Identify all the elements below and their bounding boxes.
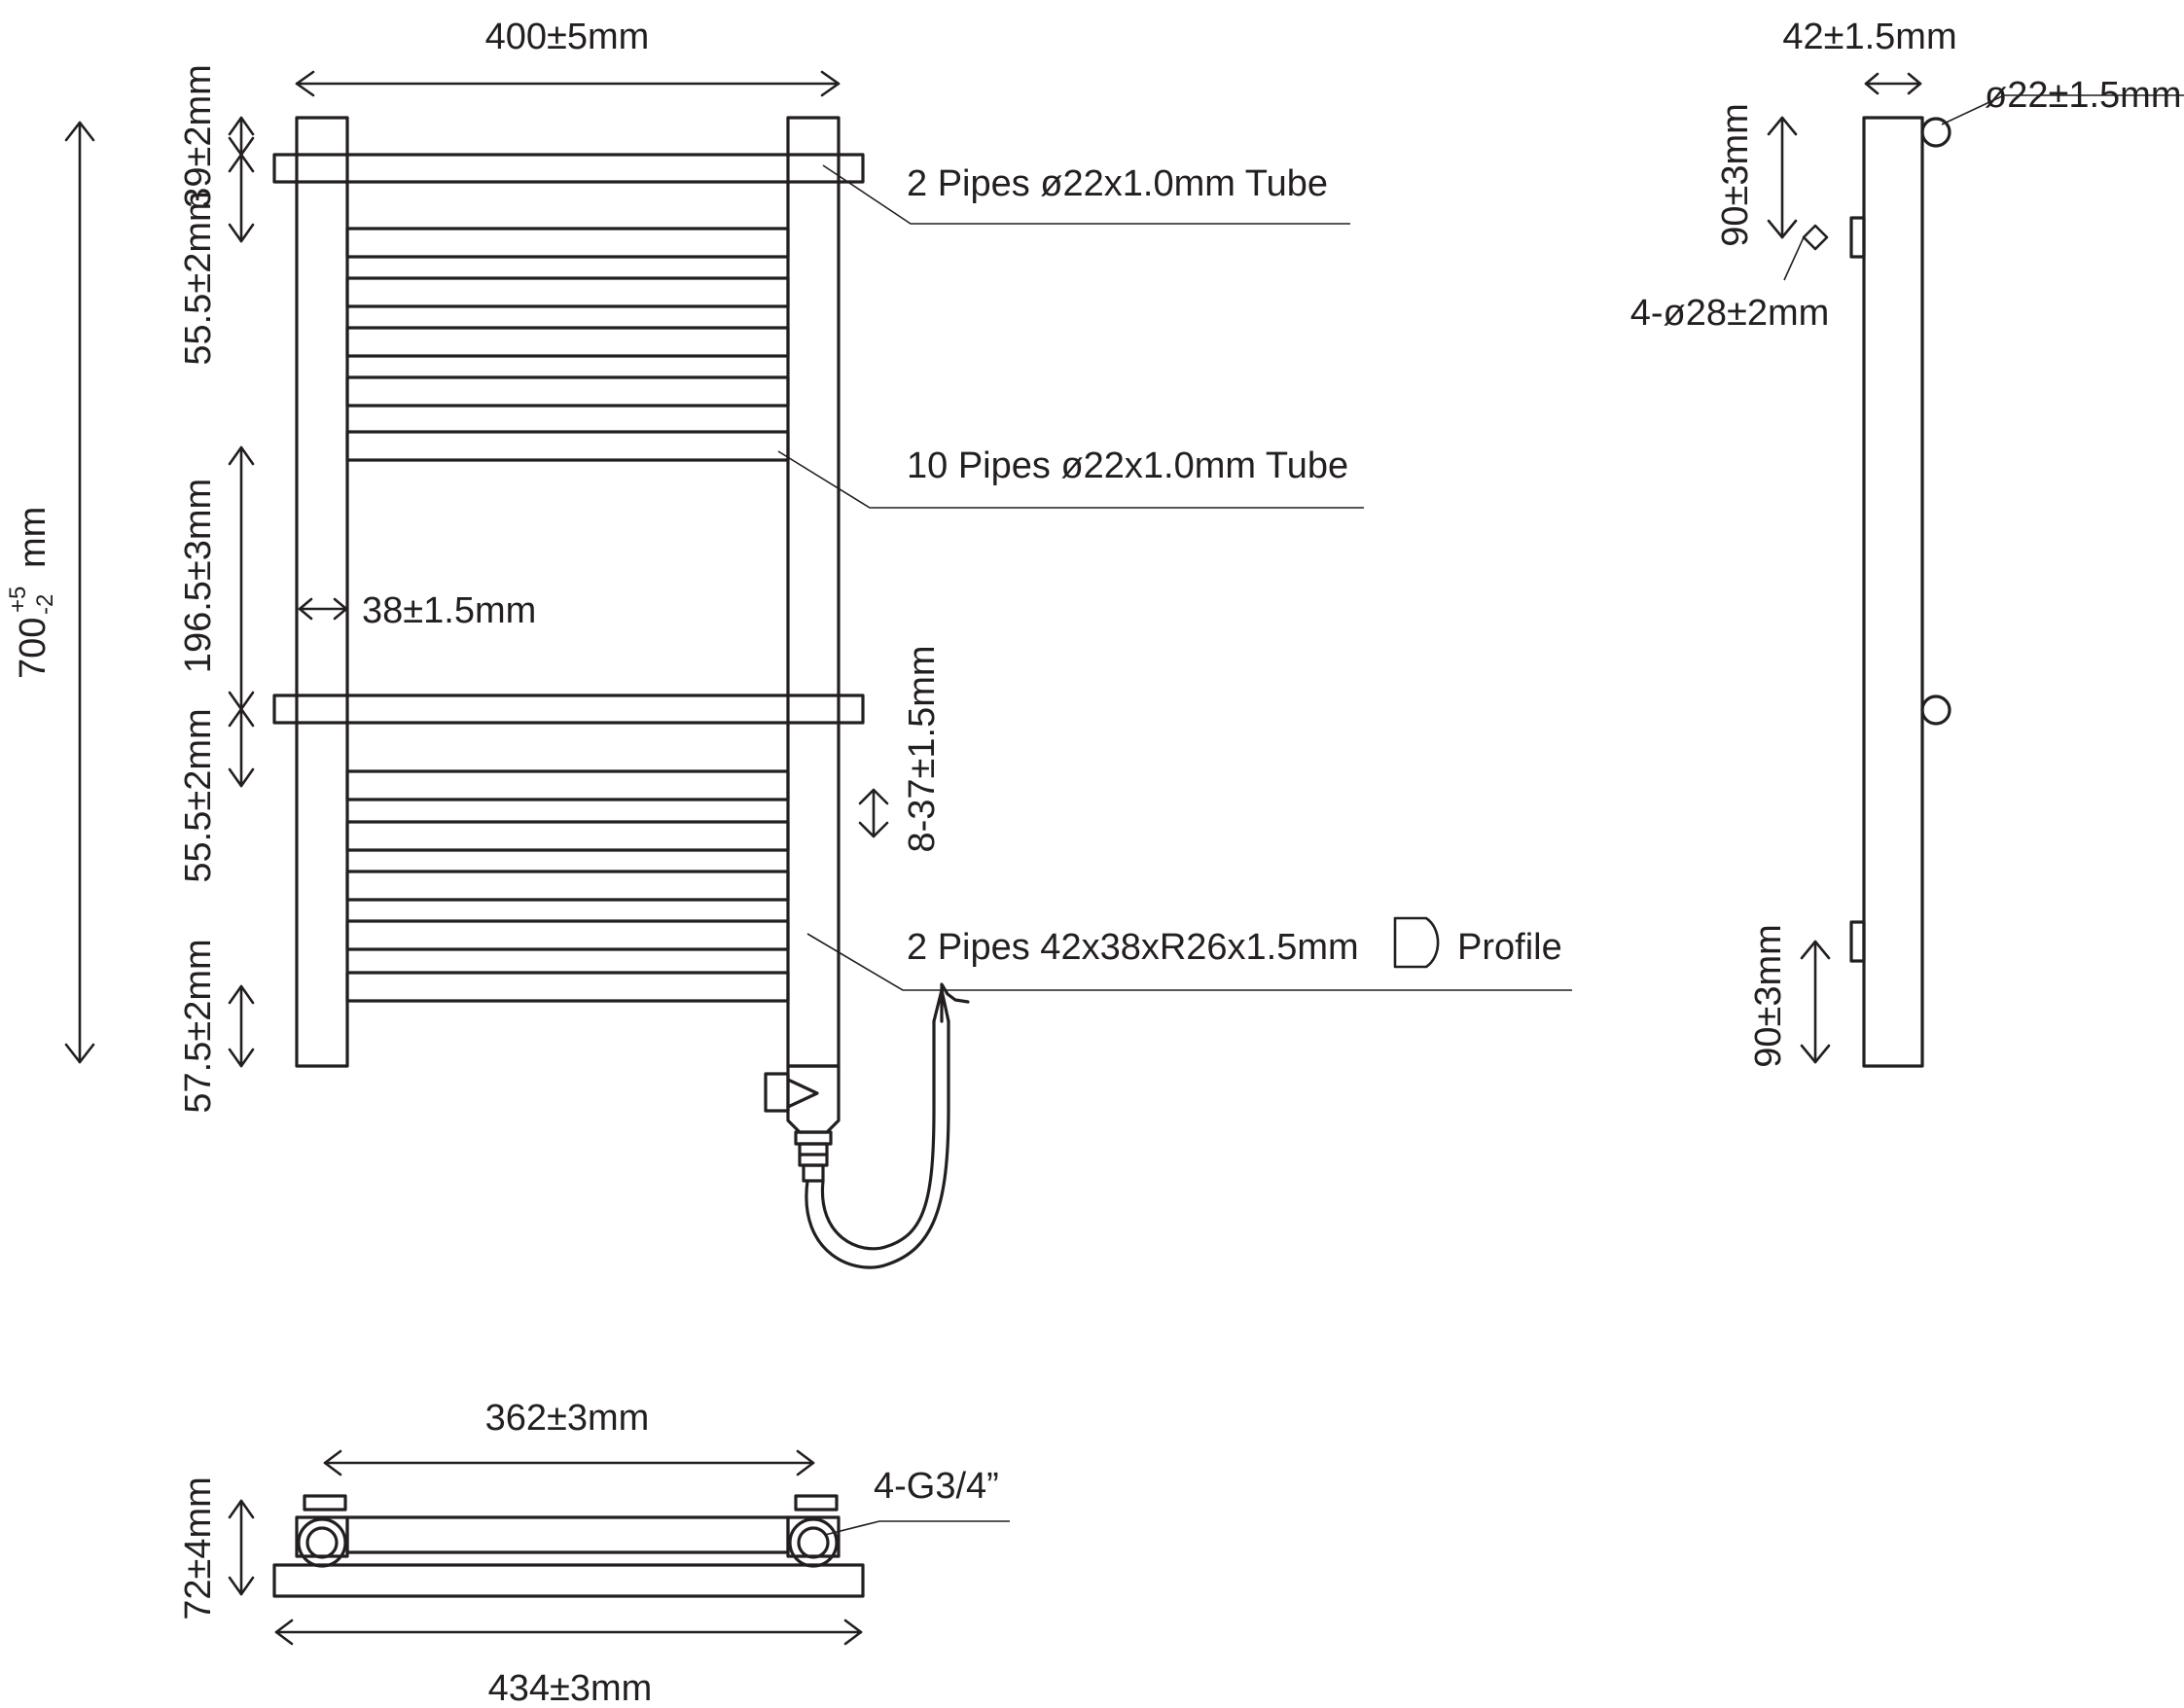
crossbars-label: 2 Pipes ø22x1.0mm Tube <box>907 163 1328 204</box>
height-plus-label: +5 <box>5 587 31 613</box>
dim-overall-height: 700 +5 -2 mm <box>5 121 95 1064</box>
height-value-label: 700 <box>13 618 54 679</box>
lower-rails <box>345 769 790 1003</box>
rails-label: 10 Pipes ø22x1.0mm Tube <box>907 445 1348 486</box>
dim-overall-width: 400±5mm <box>295 17 841 97</box>
element-offset-label: 8-37±1.5mm <box>902 645 943 852</box>
side-bracket-diameter-label: 4-ø28±2mm <box>1630 293 1830 334</box>
side-depth-label: 42±1.5mm <box>1782 17 1956 57</box>
middle-crossbar <box>272 694 865 725</box>
upper-rails <box>345 227 790 462</box>
side-tube-top <box>1920 117 1951 148</box>
dim-element-offset: 8-37±1.5mm <box>858 645 943 853</box>
bottom-connections-label: 4-G3/4” <box>874 1466 999 1507</box>
side-view: 42±1.5mm ø22±1.5mm 90±3mm 4-ø28±2mm 90±3… <box>1630 17 2184 1068</box>
right-riser <box>786 116 841 1068</box>
bottom-right-connector <box>786 1494 841 1568</box>
left-riser <box>295 116 349 1068</box>
profile-label-prefix: 2 Pipes 42x38xR26x1.5mm <box>907 927 1359 968</box>
height-unit-label: mm <box>13 507 54 568</box>
side-tube-middle <box>1920 694 1951 726</box>
dim-riser-width: 38±1.5mm <box>298 590 536 631</box>
bottom-outer-width-label: 434±3mm <box>488 1668 653 1708</box>
side-bracket-top <box>1849 216 1866 259</box>
bottom-rail <box>345 1515 790 1554</box>
profile-label-suffix: Profile <box>1457 927 1562 968</box>
bottom-inner-width-label: 362±3mm <box>485 1398 650 1439</box>
profile-shape-icon <box>1393 916 1440 969</box>
top-crossbar <box>272 153 865 184</box>
bottom-view: 362±3mm 434±3mm 72±4mm 4-G3/4” <box>178 1398 1010 1708</box>
dim-vertical-chain: 39±2mm 55.5±2mm 196.5±3mm 55.5±2mm 57.5±… <box>178 64 255 1114</box>
front-view: 400±5mm 39±2mm 55.5±2mm 196.5±3mm 55.5±2… <box>5 17 1572 1269</box>
height-minus-label: -2 <box>32 594 58 615</box>
callout-profile: 2 Pipes 42x38xR26x1.5mm Profile <box>806 916 1572 991</box>
side-tube-diameter-label: ø22±1.5mm <box>1985 75 2181 116</box>
side-top-offset-label: 90±3mm <box>1715 103 1756 247</box>
bottom-depth-label: 72±4mm <box>178 1477 219 1620</box>
bottom-gap-label: 57.5±2mm <box>178 939 219 1113</box>
side-riser <box>1862 116 1924 1068</box>
upper-gap-label: 55.5±2mm <box>178 191 219 365</box>
bracket-diamond-icon <box>1802 224 1829 251</box>
callout-crossbars: 2 Pipes ø22x1.0mm Tube <box>822 163 1350 225</box>
lower-gap-label: 55.5±2mm <box>178 708 219 882</box>
callout-rails: 10 Pipes ø22x1.0mm Tube <box>777 445 1364 509</box>
bottom-left-connector <box>295 1494 349 1568</box>
middle-gap-label: 196.5±3mm <box>178 479 219 673</box>
top-gap-label: 39±2mm <box>178 64 219 208</box>
heating-element <box>764 982 970 1269</box>
side-bottom-offset-label: 90±3mm <box>1748 924 1789 1068</box>
bottom-plate <box>272 1563 865 1598</box>
overall-width-label: 400±5mm <box>485 17 650 57</box>
riser-width-label: 38±1.5mm <box>362 590 536 631</box>
side-bracket-bottom <box>1849 920 1866 963</box>
